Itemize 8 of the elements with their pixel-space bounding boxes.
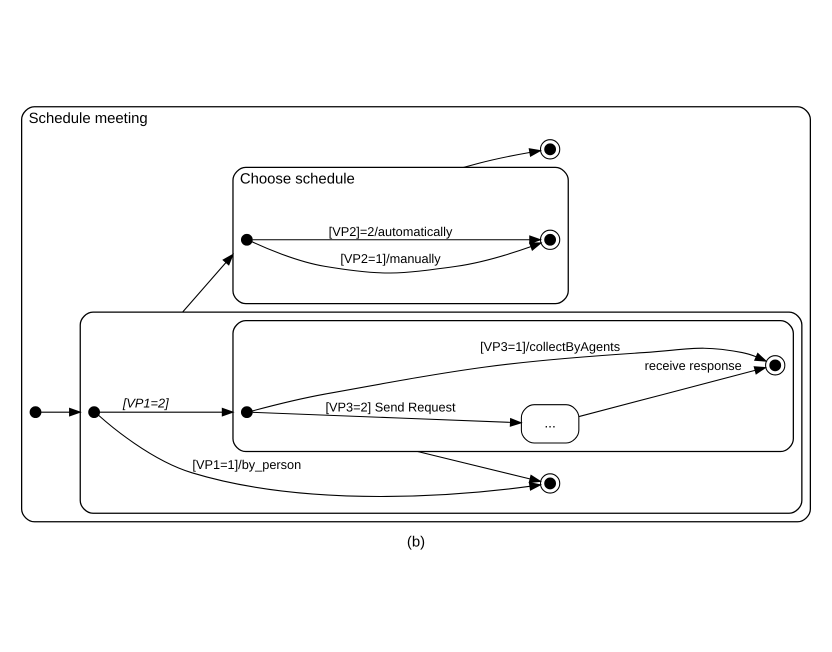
edge-label: [VP2=1]/manually [340, 250, 441, 266]
edge-label: receive response [644, 358, 742, 373]
caption: (b) [406, 534, 426, 550]
edge-label: [VP1=2] [122, 394, 169, 410]
edge-label: [VP3=1]/collectByAgents [480, 338, 620, 354]
edge-label: [VP2]=2/automatically [328, 224, 452, 239]
edge-label: [VP1=1]/by_person [192, 456, 302, 472]
edge-label: [VP3=2] Send Request [325, 399, 456, 414]
